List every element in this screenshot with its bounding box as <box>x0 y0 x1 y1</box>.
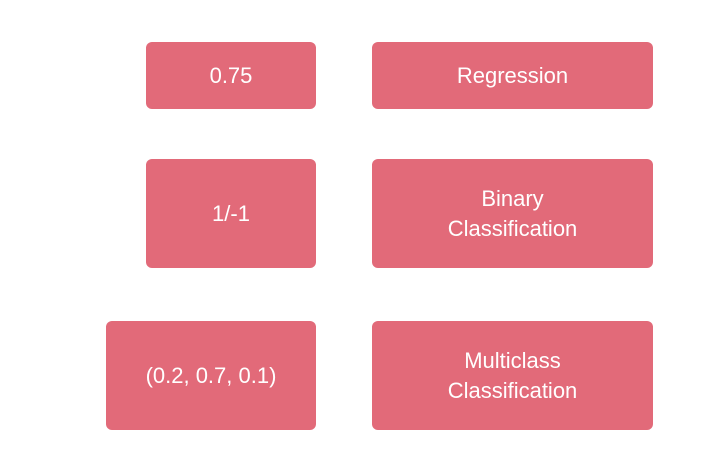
output-box-multiclass: (0.2, 0.7, 0.1) <box>106 321 316 430</box>
task-box-multiclass-classification: Multiclass Classification <box>372 321 653 430</box>
task-label: Multiclass Classification <box>447 347 578 403</box>
output-box-regression: 0.75 <box>146 42 316 109</box>
output-box-binary: 1/-1 <box>146 159 316 268</box>
task-label: Regression <box>456 62 569 88</box>
output-label: (0.2, 0.7, 0.1) <box>145 362 277 388</box>
task-box-binary-classification: Binary Classification <box>372 159 653 268</box>
task-box-regression: Regression <box>372 42 653 109</box>
output-label: 1/-1 <box>212 200 250 226</box>
output-label: 0.75 <box>209 62 253 88</box>
task-label: Binary Classification <box>447 185 578 241</box>
